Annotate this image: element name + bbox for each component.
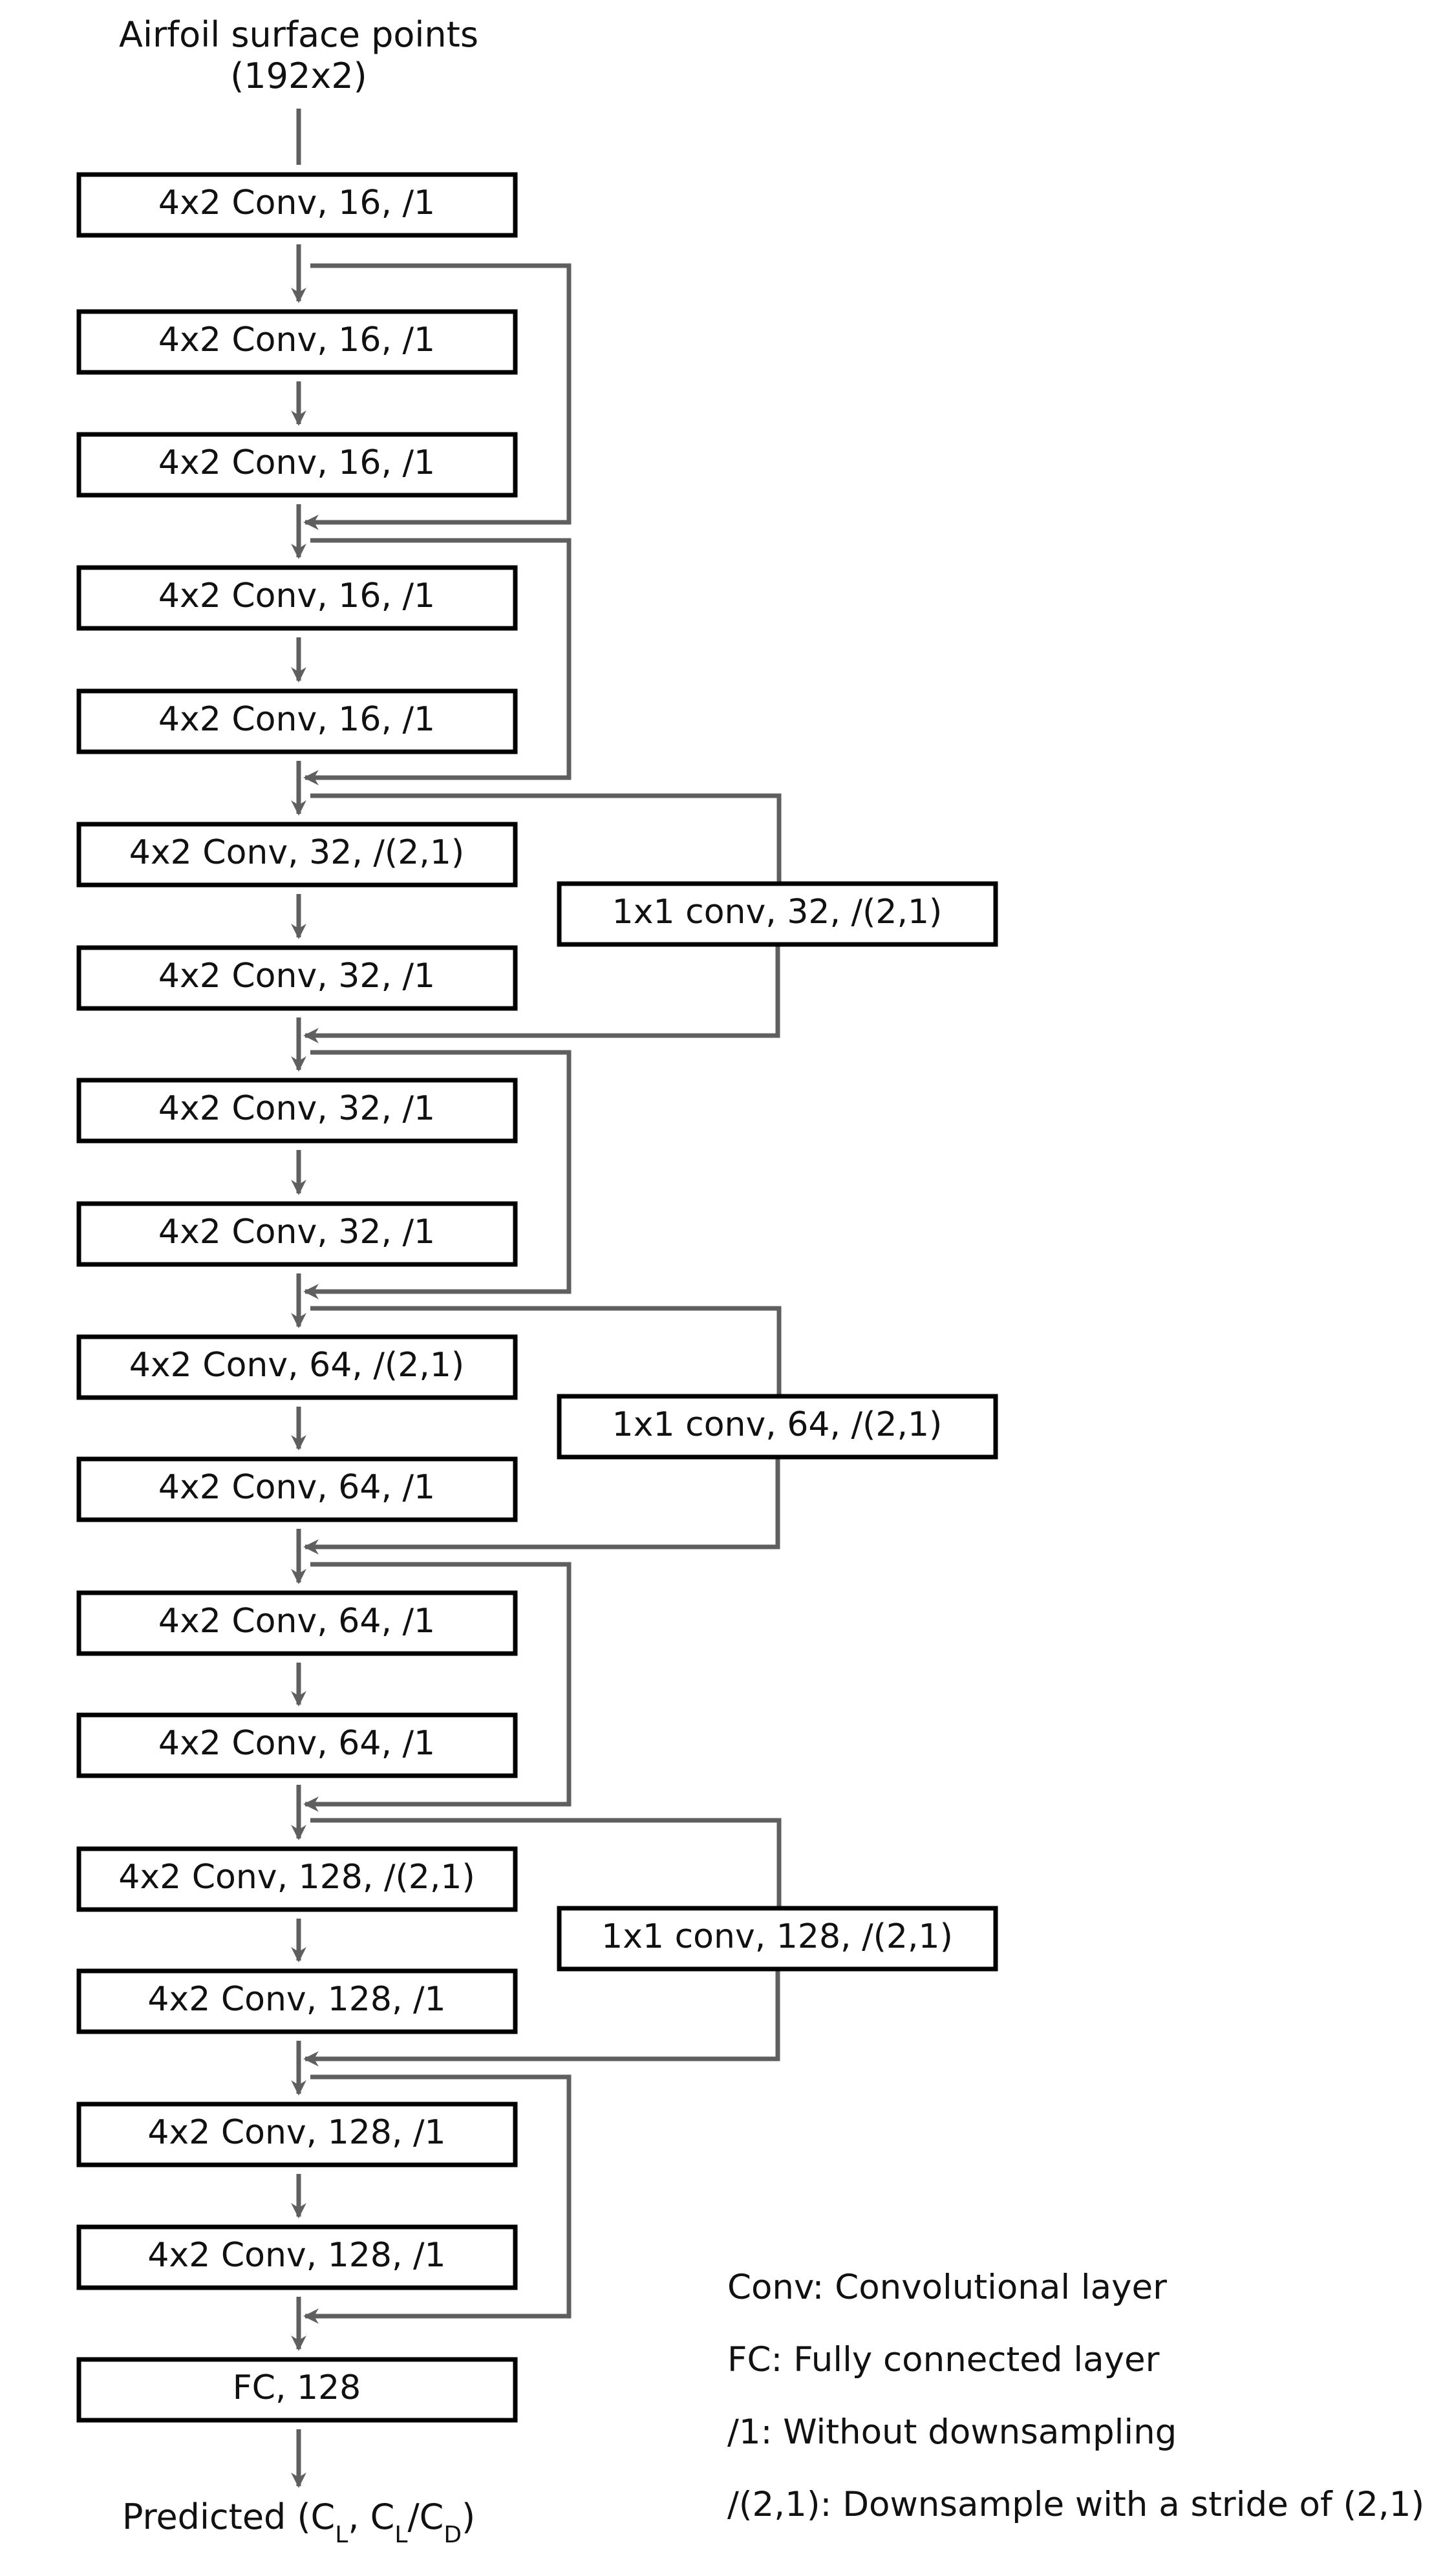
layer-label-16: 4x2 Conv, 128, /1 [147,2113,445,2152]
layer-box-17: 4x2 Conv, 128, /1 [76,2224,518,2290]
projection-skip-1-out [303,945,780,1043]
shortcut-label-2: 1x1 conv, 64, /(2,1) [612,1405,943,1444]
layer-box-6: 4x2 Conv, 32, /(2,1) [76,822,518,888]
output-label-slash: /C [407,2496,444,2537]
shortcut-box-1: 1x1 conv, 32, /(2,1) [557,881,998,947]
fc-layer-label: FC, 128 [233,2368,361,2407]
legend: Conv: Convolutional layer FC: Fully conn… [727,2268,1424,2524]
layer-box-4: 4x2 Conv, 16, /1 [76,565,518,631]
identity-skip-4 [303,1562,572,1812]
output-label-sub2: L [394,2522,407,2548]
output-label-mid: , C [348,2496,394,2537]
projection-skip-3-out [303,1970,780,2067]
legend-item-4: /(2,1): Downsample with a stride of (2,1… [727,2485,1424,2524]
layer-box-14: 4x2 Conv, 128, /(2,1) [76,1846,518,1912]
input-label-line1: Airfoil surface points [119,14,478,55]
layer-label-15: 4x2 Conv, 128, /1 [147,1980,445,2019]
shortcut-label-1: 1x1 conv, 32, /(2,1) [612,893,943,931]
legend-item-3: /1: Without downsampling [727,2412,1177,2452]
identity-skip-1 [303,263,572,530]
output-label-suffix: ) [462,2496,475,2537]
connectors [291,109,782,2488]
identity-skip-5 [303,2074,572,2324]
layer-label-3: 4x2 Conv, 16, /1 [158,443,435,482]
layer-box-2: 4x2 Conv, 16, /1 [76,309,518,375]
main-layer-stack: 4x2 Conv, 16, /1 4x2 Conv, 16, /1 4x2 Co… [76,172,518,2423]
layer-box-16: 4x2 Conv, 128, /1 [76,2102,518,2167]
layer-box-7: 4x2 Conv, 32, /1 [76,945,518,1011]
shortcut-box-3: 1x1 conv, 128, /(2,1) [557,1906,998,1972]
projection-skip-2-out [303,1458,780,1555]
input-label-line2: (192x2) [230,56,367,96]
layer-label-4: 4x2 Conv, 16, /1 [158,577,435,615]
layer-box-3: 4x2 Conv, 16, /1 [76,432,518,498]
layer-label-12: 4x2 Conv, 64, /1 [158,1602,435,1641]
layer-label-2: 4x2 Conv, 16, /1 [158,321,435,359]
layer-label-17: 4x2 Conv, 128, /1 [147,2236,445,2275]
shortcut-label-3: 1x1 conv, 128, /(2,1) [601,1917,953,1956]
layer-box-13: 4x2 Conv, 64, /1 [76,1712,518,1778]
output-label: Predicted (CL, CL/CD) [122,2496,475,2548]
layer-box-8: 4x2 Conv, 32, /1 [76,1078,518,1144]
input-label: Airfoil surface points (192x2) [119,14,478,96]
layer-box-10: 4x2 Conv, 64, /(2,1) [76,1334,518,1400]
layer-box-11: 4x2 Conv, 64, /1 [76,1456,518,1522]
layer-label-8: 4x2 Conv, 32, /1 [158,1089,435,1128]
output-label-prefix: Predicted (C [122,2496,335,2537]
layer-label-6: 4x2 Conv, 32, /(2,1) [129,833,464,872]
layer-label-13: 4x2 Conv, 64, /1 [158,1724,435,1763]
projection-skip-3-in [310,1818,782,1908]
shortcut-layer-stack: 1x1 conv, 32, /(2,1) 1x1 conv, 64, /(2,1… [557,881,998,1972]
layer-label-1: 4x2 Conv, 16, /1 [158,184,435,222]
output-label-sub3: D [444,2522,462,2548]
layer-box-5: 4x2 Conv, 16, /1 [76,688,518,754]
layer-box-1: 4x2 Conv, 16, /1 [76,172,518,238]
legend-item-1: Conv: Convolutional layer [727,2268,1167,2307]
layer-label-9: 4x2 Conv, 32, /1 [158,1213,435,1251]
legend-item-2: FC: Fully connected layer [727,2340,1160,2379]
identity-skip-2 [303,538,572,785]
layer-box-9: 4x2 Conv, 32, /1 [76,1201,518,1267]
layer-label-7: 4x2 Conv, 32, /1 [158,957,435,995]
projection-skip-2-in [310,1306,782,1396]
identity-skip-3 [303,1050,572,1299]
layer-label-11: 4x2 Conv, 64, /1 [158,1468,435,1507]
fc-layer-box: FC, 128 [76,2357,518,2423]
layer-label-5: 4x2 Conv, 16, /1 [158,700,435,739]
output-label-sub1: L [335,2522,348,2548]
layer-label-10: 4x2 Conv, 64, /(2,1) [129,1346,464,1385]
layer-box-12: 4x2 Conv, 64, /1 [76,1590,518,1656]
layer-box-15: 4x2 Conv, 128, /1 [76,1968,518,2034]
shortcut-box-2: 1x1 conv, 64, /(2,1) [557,1394,998,1460]
projection-skip-1-in [310,793,782,883]
layer-label-14: 4x2 Conv, 128, /(2,1) [118,1858,475,1897]
